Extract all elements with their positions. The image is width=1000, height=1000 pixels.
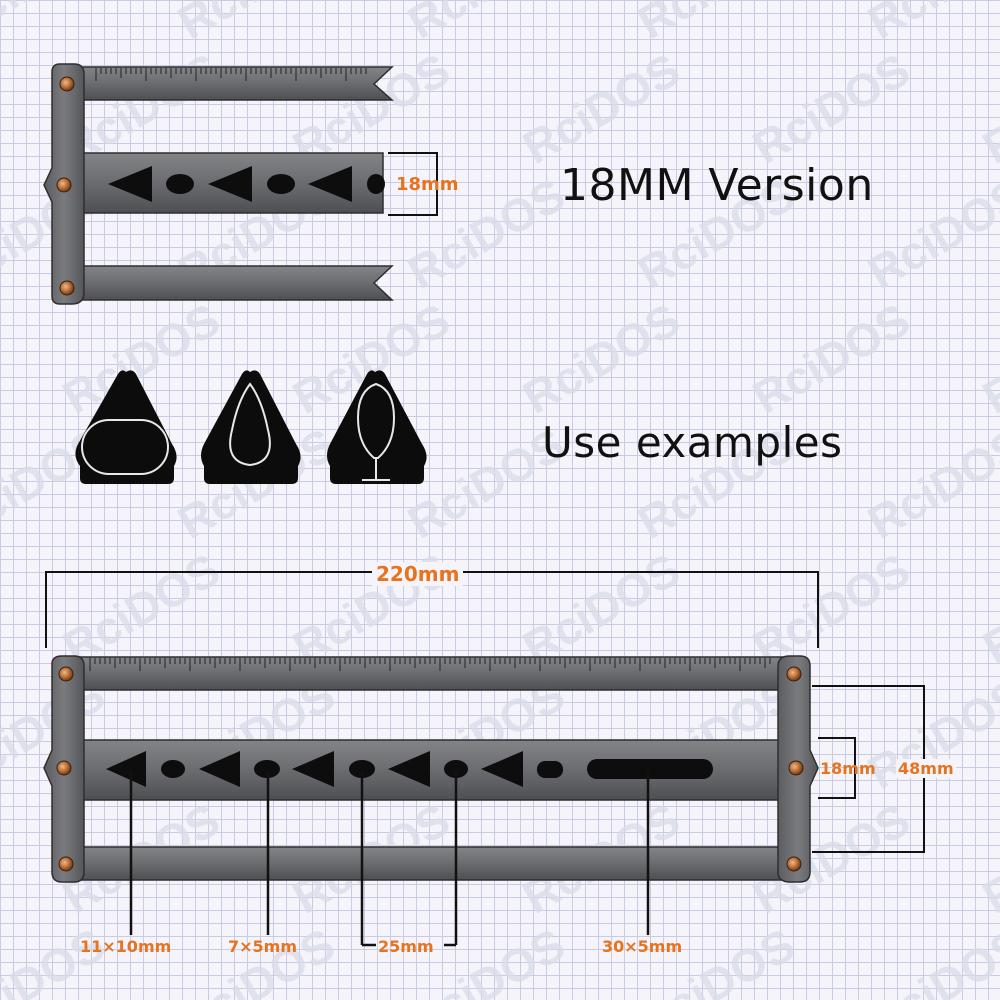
bottom-hole-pattern (106, 751, 713, 787)
watermark-text: RciDOS (54, 543, 228, 674)
rivet (786, 856, 802, 872)
watermark-text: RciDOS (744, 293, 918, 424)
callout-lines (129, 770, 650, 947)
inner-height-bracket (818, 737, 856, 799)
example-oval (75, 370, 177, 484)
watermark-text: RciDOS (514, 293, 688, 424)
watermark-text: RciDOS (0, 918, 113, 1000)
watermark-text: RciDOS (744, 543, 918, 674)
watermark-text: RciDOS (974, 293, 1000, 424)
watermark-text: RciDOS (399, 0, 573, 49)
example-balloon (327, 370, 427, 484)
rivet (58, 856, 74, 872)
watermark-text: RciDOS (974, 543, 1000, 674)
overall-length-label: 220mm (372, 562, 464, 586)
callout-label: 7×5mm (228, 937, 298, 956)
watermark-text: RciDOS (169, 0, 343, 49)
watermark-text: RciDOS (514, 543, 688, 674)
rivet (59, 280, 75, 296)
rivet (59, 76, 75, 92)
rivet (56, 760, 72, 776)
watermark-text: RciDOS (859, 668, 1000, 799)
callout-label: 30×5mm (602, 937, 683, 956)
top-bottom-bar (65, 265, 394, 301)
watermark-text: RciDOS (859, 168, 1000, 299)
top-dimension-label: 18mm (396, 174, 459, 195)
watermark-text: RciDOS (169, 918, 343, 1000)
watermark-text: RciDOS (514, 43, 688, 174)
examples-title: Use examples (542, 418, 843, 467)
watermark-text: RciDOS (744, 43, 918, 174)
top-hole-pattern (108, 166, 385, 202)
outer-height-label: 48mm (896, 759, 956, 778)
rivet (56, 177, 72, 193)
watermark-text: RciDOS (629, 918, 803, 1000)
watermark-text: RciDOS (859, 0, 1000, 49)
callout-label: 25mm (378, 937, 434, 956)
top-ruler-bar (65, 66, 394, 101)
top-dimension-bracket (388, 152, 438, 216)
bottom-ruler-ticks (89, 658, 771, 671)
example-teardrop (201, 370, 301, 484)
watermark-text: RciDOS (859, 418, 1000, 549)
rivet (58, 666, 74, 682)
top-ruler-piece (43, 63, 438, 305)
version-title: 18MM Version (560, 160, 874, 211)
watermark-text: RciDOS (629, 0, 803, 49)
bottom-bottom-bar (65, 846, 797, 881)
rivet (786, 666, 802, 682)
top-ruler-ticks (95, 68, 367, 81)
watermark-text: RciDOS (399, 918, 573, 1000)
bottom-ruler-bar (65, 656, 797, 691)
watermark-text: RciDOS (0, 0, 113, 49)
watermark-text: RciDOS (974, 43, 1000, 174)
inner-height-label: 18mm (820, 759, 876, 778)
watermark-text: RciDOS (974, 793, 1000, 924)
watermark-text: RciDOS (859, 918, 1000, 1000)
rivet (788, 760, 804, 776)
callout-label: 11×10mm (80, 937, 172, 956)
